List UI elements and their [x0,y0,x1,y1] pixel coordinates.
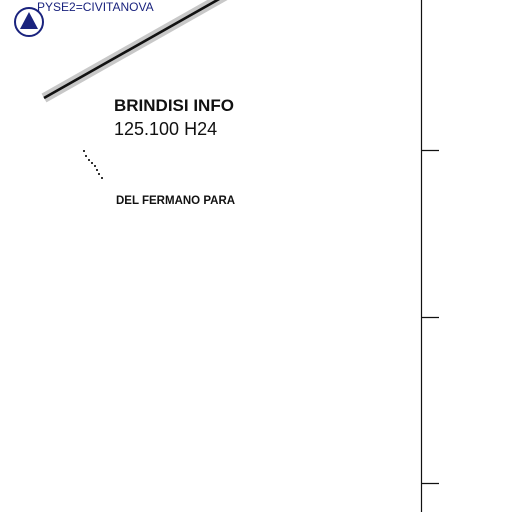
station-frequency: 125.100 H24 [114,119,218,139]
airway-route [41,0,228,103]
frequency-box[interactable]: BRINDISI INFO 125.100 H24 [114,95,234,141]
airway-centerline [43,0,221,100]
triangle-in-circle-icon[interactable] [14,7,44,37]
region-label: DEL FERMANO PARA [116,195,236,207]
station-name: BRINDISI INFO [114,96,234,115]
fir-boundary [420,0,439,512]
dotted-boundary [83,150,103,179]
waypoint-label[interactable]: PYSE2=CIVITANOVA [37,0,154,14]
